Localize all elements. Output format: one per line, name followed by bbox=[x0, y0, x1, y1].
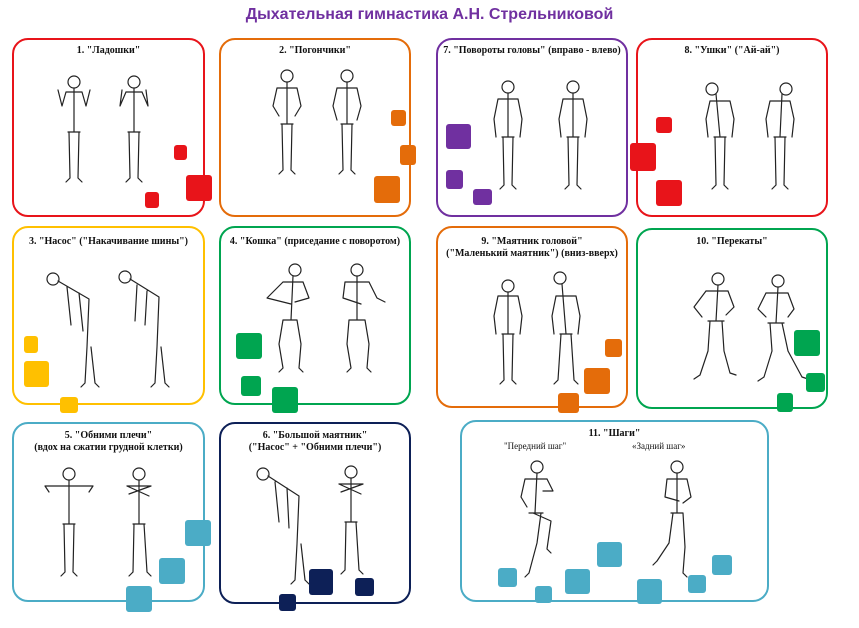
exercise-card-8: 8. "Ушки" ("Ай-ай") bbox=[630, 38, 828, 217]
exercise-title: 2. "Погончики" bbox=[279, 45, 351, 56]
decor-square bbox=[630, 143, 656, 171]
decor-square bbox=[446, 124, 471, 149]
page-title: Дыхательная гимнастика А.Н. Стрельниково… bbox=[245, 6, 614, 23]
exercise-figures-illustration bbox=[57, 75, 149, 183]
exercise-figures-illustration bbox=[256, 465, 364, 585]
decor-square bbox=[272, 387, 298, 413]
decor-square bbox=[794, 330, 820, 356]
exercise-subtitle: ("Маленький маятник") (вниз-вверх) bbox=[446, 248, 618, 259]
decor-square bbox=[688, 575, 706, 593]
decor-square bbox=[126, 586, 152, 612]
exercise-title: 4. "Кошка" (приседание с поворотом) bbox=[229, 236, 401, 247]
exercise-card-1: 1. "Ладошки" bbox=[12, 38, 212, 217]
decor-square bbox=[400, 145, 416, 165]
exercise-figures-illustration bbox=[44, 467, 152, 577]
exercise-card-10: 10. "Перекаты" bbox=[636, 228, 828, 412]
decor-square bbox=[241, 376, 261, 396]
exercise-card-6: 6. "Большой маятник" ("Насос" + "Обними … bbox=[219, 422, 411, 611]
decor-square bbox=[806, 373, 825, 392]
exercise-figures-illustration bbox=[520, 460, 692, 578]
decor-square bbox=[185, 520, 211, 546]
decor-square bbox=[236, 333, 262, 359]
exercise-figures-illustration bbox=[493, 80, 588, 190]
exercise-title: 10. "Перекаты" bbox=[696, 236, 768, 247]
decor-square bbox=[24, 361, 49, 387]
decor-square bbox=[656, 180, 682, 206]
exercise-title: 8. "Ушки" ("Ай-ай") bbox=[684, 45, 780, 56]
exercise-figures-illustration bbox=[46, 270, 170, 388]
decor-square bbox=[174, 145, 187, 160]
exercise-card-5: 5. "Обними плечи" (вдох на сжатии грудно… bbox=[12, 422, 211, 612]
decor-square bbox=[309, 569, 333, 595]
exercise-card-3: 3. "Насос" ("Накачивание шины") bbox=[12, 226, 205, 413]
exercise-title: 3. "Насос" ("Накачивание шины") bbox=[28, 236, 189, 247]
exercise-card-2: 2. "Погончики" bbox=[219, 38, 416, 217]
decor-square bbox=[60, 397, 78, 413]
exercise-title: 1. "Ладошки" bbox=[76, 45, 141, 56]
decor-square bbox=[605, 339, 622, 357]
decor-square bbox=[712, 555, 732, 575]
exercise-title: 11. "Шаги" bbox=[588, 428, 641, 439]
exercise-subtitle: ("Насос" + "Обними плечи") bbox=[248, 442, 382, 453]
decor-square bbox=[279, 594, 296, 611]
decor-square bbox=[498, 568, 517, 587]
exercise-title: 7. "Повороты головы" (вправо - влево) bbox=[443, 45, 621, 56]
exercise-card-9: 9. "Маятник головой" ("Маленький маятник… bbox=[436, 226, 628, 413]
decor-square bbox=[584, 368, 610, 394]
exercise-title: 9. "Маятник головой" bbox=[481, 236, 583, 247]
decor-square bbox=[777, 393, 793, 412]
exercise-figures-illustration bbox=[272, 69, 362, 175]
decor-square bbox=[637, 579, 662, 604]
decor-square bbox=[374, 176, 400, 203]
decor-square bbox=[535, 586, 552, 603]
step-back-label: «Задний шаг» bbox=[632, 441, 686, 451]
decor-square bbox=[558, 393, 579, 413]
exercise-card-7: 7. "Повороты головы" (вправо - влево) bbox=[436, 38, 628, 217]
decor-square bbox=[355, 578, 374, 596]
decor-square bbox=[145, 192, 159, 208]
step-front-label: "Передний шаг" bbox=[504, 441, 567, 451]
exercise-figures-illustration bbox=[493, 271, 581, 385]
decor-square bbox=[24, 336, 38, 353]
exercise-figures-illustration bbox=[705, 82, 795, 190]
exercise-figures-illustration bbox=[693, 272, 809, 382]
exercise-title: 6. "Большой маятник" bbox=[262, 430, 368, 441]
exercise-figures-illustration bbox=[266, 263, 386, 373]
exercise-card-4: 4. "Кошка" (приседание с поворотом) bbox=[219, 226, 411, 413]
decor-square bbox=[391, 110, 406, 126]
decor-square bbox=[473, 189, 492, 205]
decor-square bbox=[597, 542, 622, 567]
decor-square bbox=[446, 170, 463, 189]
decor-square bbox=[186, 175, 212, 201]
decor-square bbox=[159, 558, 185, 584]
exercise-subtitle: (вдох на сжатии грудной клетки) bbox=[34, 442, 183, 453]
decor-square bbox=[565, 569, 590, 594]
exercise-card-11: 11. "Шаги" "Передний шаг" «Задний шаг» bbox=[460, 420, 769, 604]
exercise-title: 5. "Обними плечи" bbox=[64, 430, 153, 441]
decor-square bbox=[656, 117, 672, 133]
